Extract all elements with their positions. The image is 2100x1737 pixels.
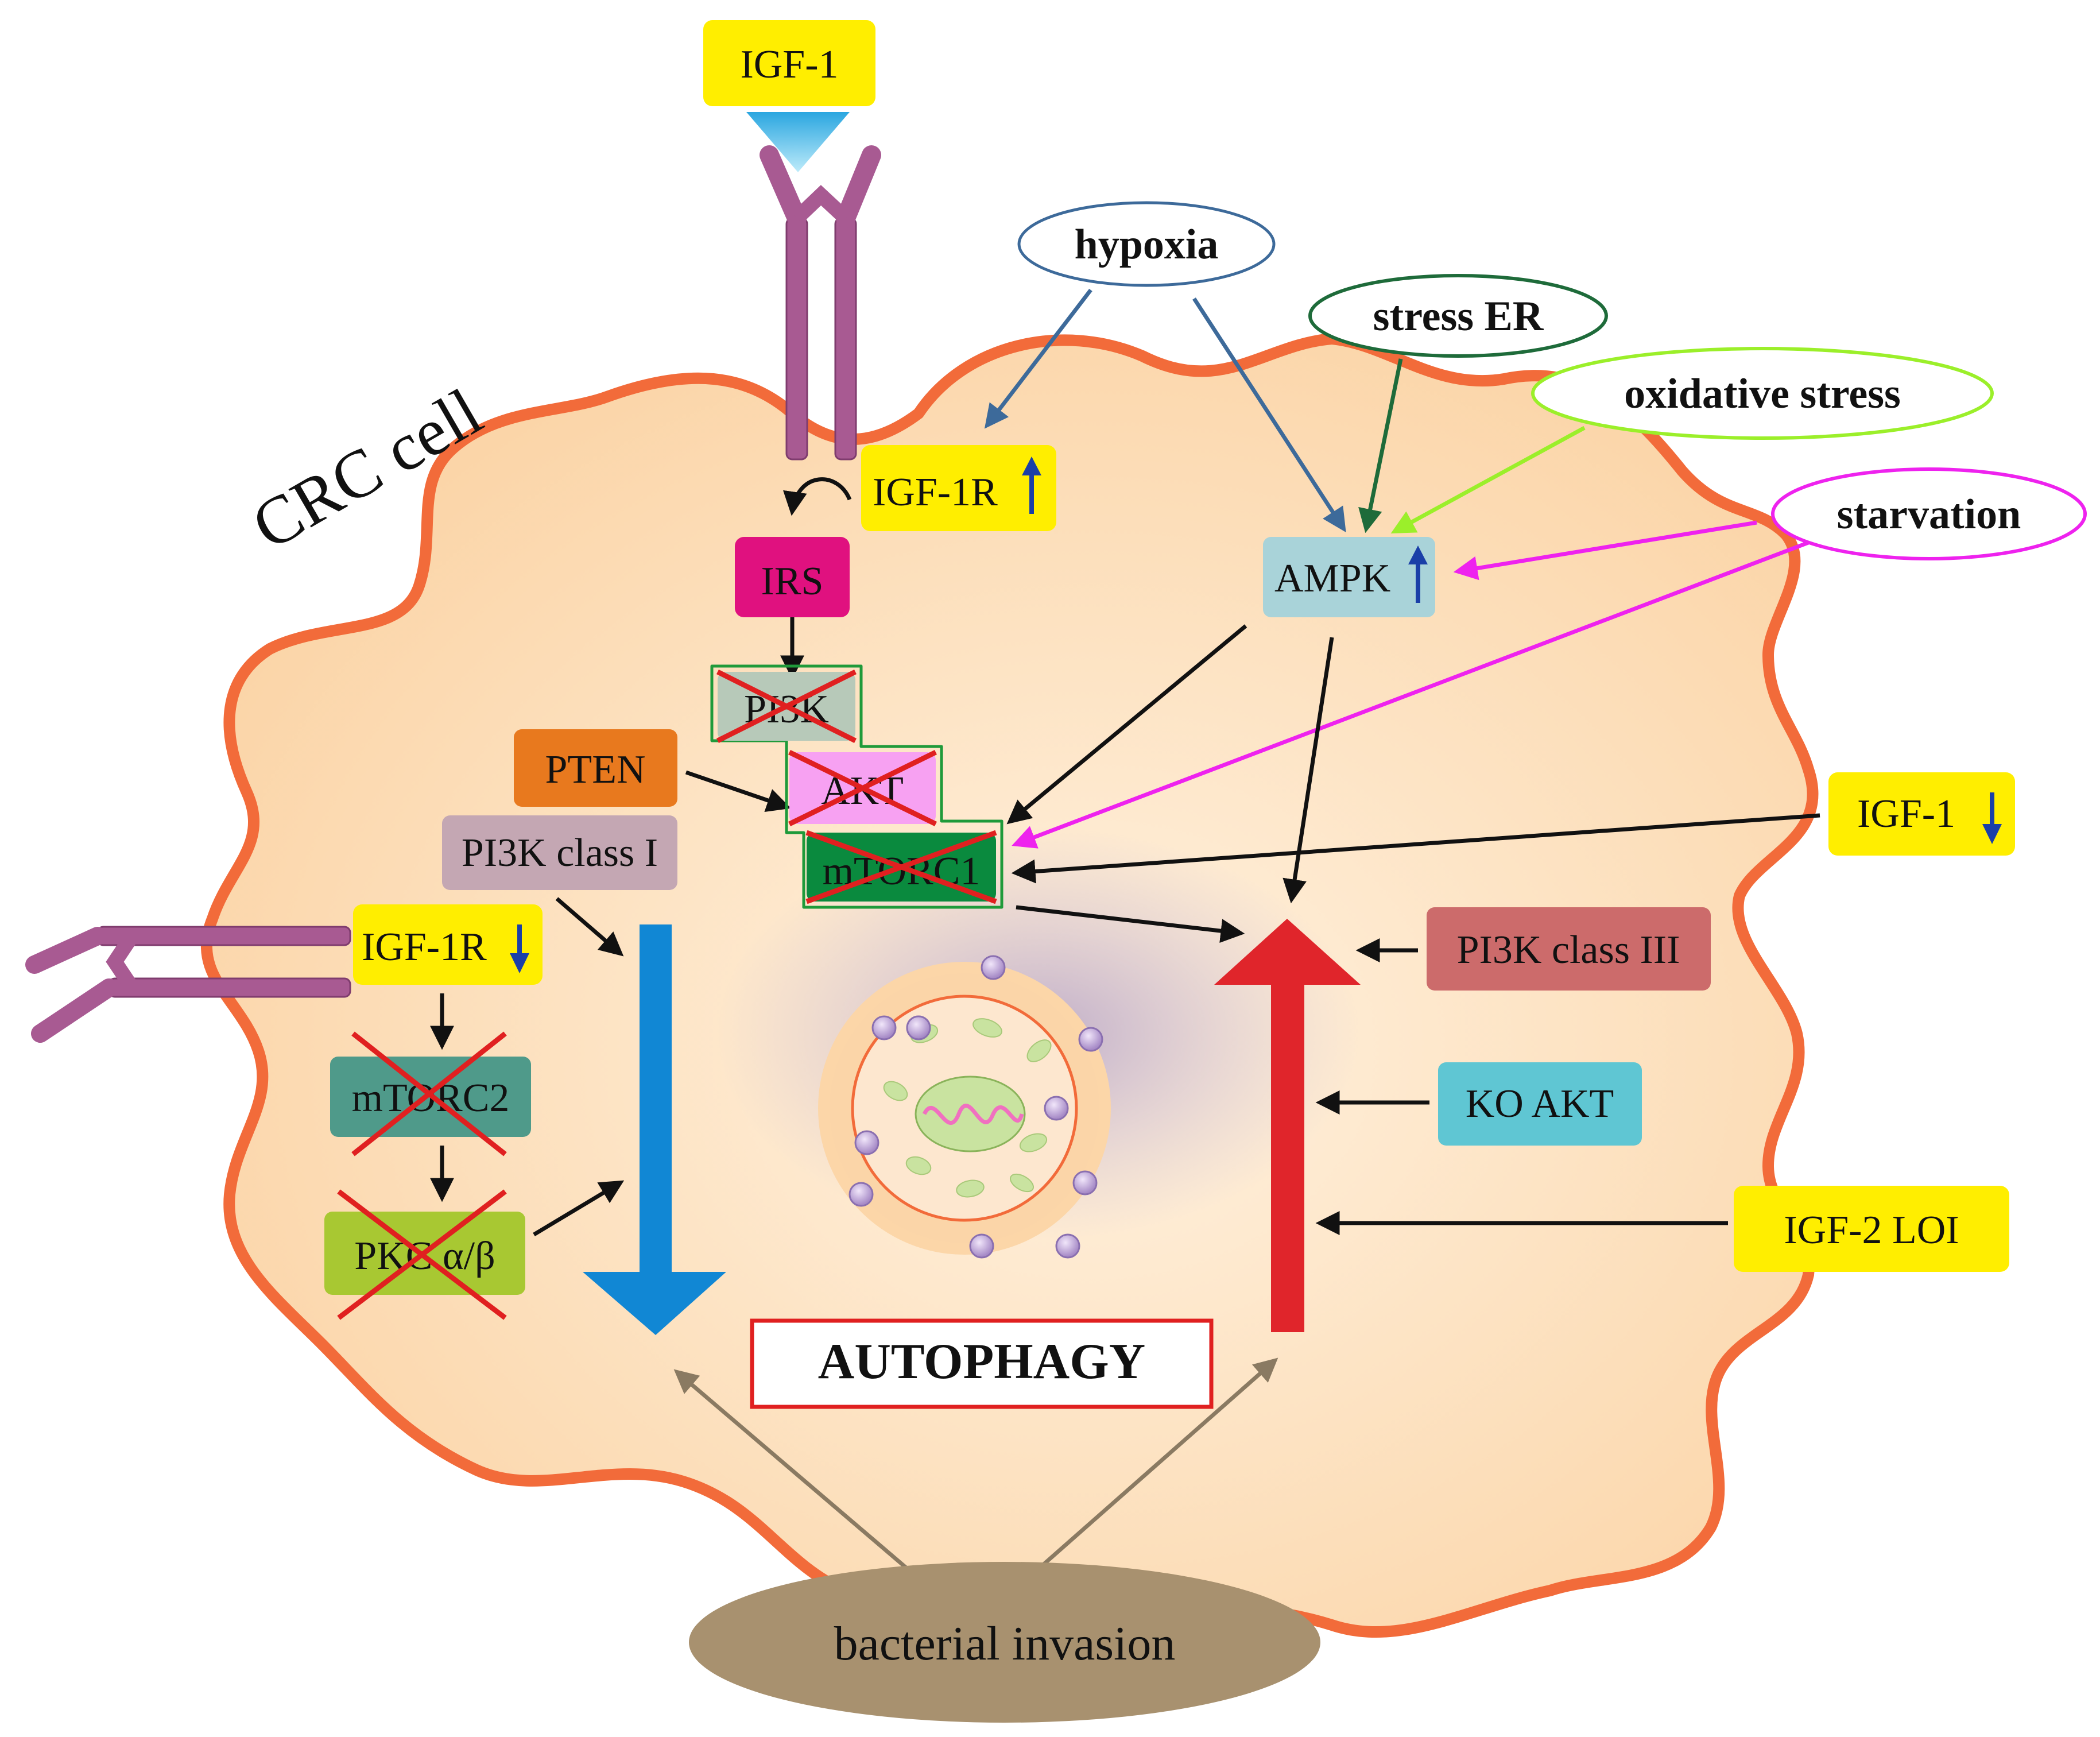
igf1r-up-label: IGF-1R [873,470,998,514]
mtorc1-to-autophagy-arrow [1016,905,1245,943]
irs-label: IRS [761,559,824,603]
up-arrow-icon [1022,457,1041,514]
igf1-ligand-triangle-icon [746,112,850,172]
autophagy-induction-arrow [1214,919,1361,1332]
pkc-inhibition-cross-icon [337,1189,507,1320]
igf1r-down-label: IGF-1R [362,925,487,969]
pi3k-class-i-label: PI3K class I [462,831,658,875]
starvation-label: starvation [1837,491,2021,538]
ampk-up-arrow-icon [1408,546,1428,603]
hypoxia-to-ampk-arrow [1192,297,1346,533]
oxidative-stress-label: oxidative stress [1624,370,1901,417]
igf1r-receptor-left [25,926,351,1043]
ko-akt-label: KO AKT [1466,1082,1614,1126]
igf1r-up-box: IGF-1R [861,445,1056,531]
bacterial-invasion-label: bacterial invasion [834,1617,1176,1670]
igf1-down-to-mtorc1-arrow [1011,813,1820,884]
down-arrow-icon [510,924,529,973]
stress-er-label: stress ER [1373,293,1544,340]
autophagy-inhibition-arrow [583,924,726,1335]
starvation-to-ampk-arrow [1453,520,1757,581]
pten-box: PTEN [514,729,677,807]
ampk-to-mtorc1-arrow [1006,624,1247,825]
ampk-to-autophagy-arrow [1283,637,1334,904]
ampk-label: AMPK [1274,556,1390,601]
hypoxia-label: hypoxia [1075,221,1219,268]
ko-akt-box: KO AKT [1438,1062,1642,1146]
pkc-to-inhibition-arrow [533,1180,625,1237]
receptor-to-irs-arrow [782,477,852,516]
igf1-down-box: IGF-1 [1828,772,2015,856]
bacteria-to-inhibition-arrow [673,1369,915,1575]
igf1-down-label: IGF-1 [1857,792,1955,836]
igf1r-receptor-top [746,112,881,461]
autophagy-outcome-box: AUTOPHAGY [750,1318,1214,1409]
pten-label: PTEN [545,748,646,792]
pi3k-class-iii-box: PI3K class III [1427,907,1711,991]
mtorc2-inhibition-cross-icon [351,1031,507,1156]
pi3k-class-i-box: PI3K class I [442,815,677,890]
pkc-box: PKC α/β [324,1189,525,1320]
pi3k-akt-mtorc1-stack: PI3K AKT mTORC1 [710,664,1003,909]
oxidative-stress-stressor: oxidative stress [1531,347,1994,440]
igf1-down-arrow-icon [1982,792,2002,844]
bacterial-invasion-oval: bacterial invasion [689,1562,1320,1723]
mtorc2-box: mTORC2 [330,1031,531,1156]
stress-er-to-ampk-arrow [1358,358,1403,533]
starvation-stressor: starvation [1771,467,2087,560]
bacteria-to-induction-arrow [1032,1357,1278,1575]
igf2-loi-label: IGF-2 LOI [1784,1208,1959,1252]
pten-to-akt-arrow [685,770,791,812]
igf1r-down-box: IGF-1R [353,904,543,985]
autophagosome [818,955,1111,1259]
ampk-box: AMPK [1263,537,1435,617]
pi3k-class-i-to-inhibition-arrow [555,897,624,957]
igf2-loi-box: IGF-2 LOI [1734,1186,2009,1272]
pi3k-akt-mtorc1-inhibition-cross-icon [716,669,997,904]
autophagy-label: AUTOPHAGY [818,1334,1145,1390]
hypoxia-to-igf1r-arrow [984,288,1092,429]
igf1-ligand-box: IGF-1 [703,20,875,106]
stress-er-stressor: stress ER [1308,274,1608,358]
pi3k-class-iii-label: PI3K class III [1457,928,1680,972]
irs-box: IRS [735,537,850,617]
oxidative-to-ampk-arrow [1390,425,1586,534]
starvation-to-mtorc1-arrow [1012,540,1810,849]
hypoxia-stressor: hypoxia [1017,201,1276,287]
igf1-ligand-label: IGF-1 [740,42,838,87]
